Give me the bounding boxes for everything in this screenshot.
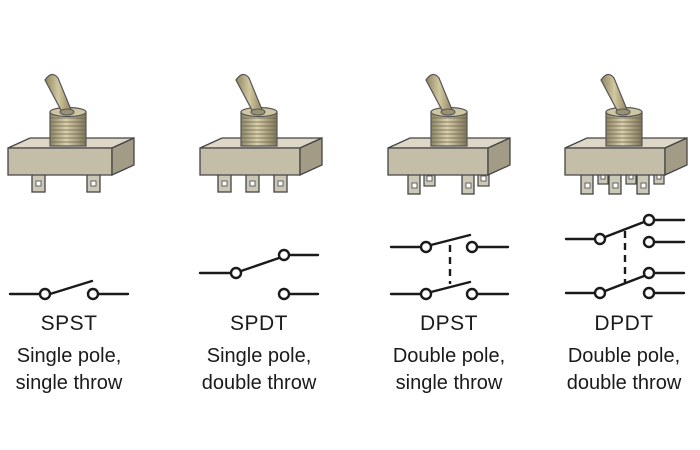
switch-housing — [199, 136, 323, 177]
contact-terminal — [465, 287, 479, 301]
contact-terminal — [642, 213, 656, 227]
switch-code: SPDT — [229, 312, 288, 335]
contact-terminal — [38, 287, 52, 301]
description-line: Single pole, — [16, 345, 122, 367]
toggle-lever — [44, 73, 75, 116]
contact-terminal — [593, 232, 607, 246]
contact-terminal — [229, 266, 243, 280]
description-line: Double pole, — [567, 345, 681, 367]
description-line: single throw — [395, 372, 503, 394]
switch-code: SPST — [40, 312, 98, 335]
switch-code: DPDT — [594, 312, 654, 335]
switch-housing — [7, 136, 135, 177]
contact-terminal — [593, 286, 607, 300]
threaded-bushing — [605, 106, 643, 147]
terminal-tab — [407, 173, 421, 195]
toggle-lever — [235, 73, 266, 116]
contact-terminal — [642, 266, 656, 280]
spdt-label-block: SPDT Single pole, double throw — [174, 311, 344, 397]
switch-blade — [603, 220, 646, 239]
description-line: double throw — [201, 372, 317, 394]
switch-blade — [239, 256, 281, 273]
dpst-schematic-symbol — [389, 233, 510, 301]
description-line: Single pole, — [206, 345, 312, 367]
contact-terminal — [277, 287, 291, 301]
switch-description: Double pole, double throw — [539, 343, 700, 397]
spst-label-block: SPST Single pole, single throw — [0, 311, 154, 397]
terminal-tab — [461, 173, 475, 195]
switch-description: Double pole, single throw — [364, 343, 534, 397]
contact-terminal — [642, 235, 656, 249]
contact-terminal — [277, 248, 291, 262]
contact-terminal — [465, 240, 479, 254]
dpdt-label-block: DPDT Double pole, double throw — [539, 311, 700, 397]
toggle-lever — [600, 73, 631, 116]
spst-toggle-switch-illustration — [7, 73, 135, 193]
description-line: single throw — [15, 372, 123, 394]
dpst-label-block: DPST Double pole, single throw — [364, 311, 534, 397]
terminal-tab — [636, 173, 650, 195]
dpdt-toggle-switch-illustration — [564, 73, 688, 195]
switch-description: Single pole, single throw — [0, 343, 154, 397]
switch-blade — [429, 280, 472, 294]
contact-terminal — [86, 287, 100, 301]
spst-schematic-symbol — [8, 279, 130, 301]
contact-terminal — [642, 286, 656, 300]
switch-housing — [387, 136, 511, 177]
switch-code: DPST — [419, 312, 478, 335]
switch-blade — [48, 279, 94, 296]
terminal-tab — [580, 173, 594, 195]
description-line: Double pole, — [392, 345, 506, 367]
terminal-tab — [608, 173, 622, 195]
spdt-toggle-switch-illustration — [199, 73, 323, 193]
terminal-tab — [86, 171, 101, 193]
contact-terminal — [419, 240, 433, 254]
description-line: double throw — [566, 372, 682, 394]
dpdt-schematic-symbol — [564, 213, 686, 300]
switch-description: Single pole, double throw — [174, 343, 344, 397]
toggle-lever — [425, 73, 456, 116]
spdt-schematic-symbol — [198, 248, 320, 301]
switch-housing — [564, 136, 688, 177]
switch-blade — [429, 233, 472, 247]
terminal-tab — [273, 171, 288, 193]
contact-terminal — [419, 287, 433, 301]
dpst-toggle-switch-illustration — [387, 73, 511, 195]
